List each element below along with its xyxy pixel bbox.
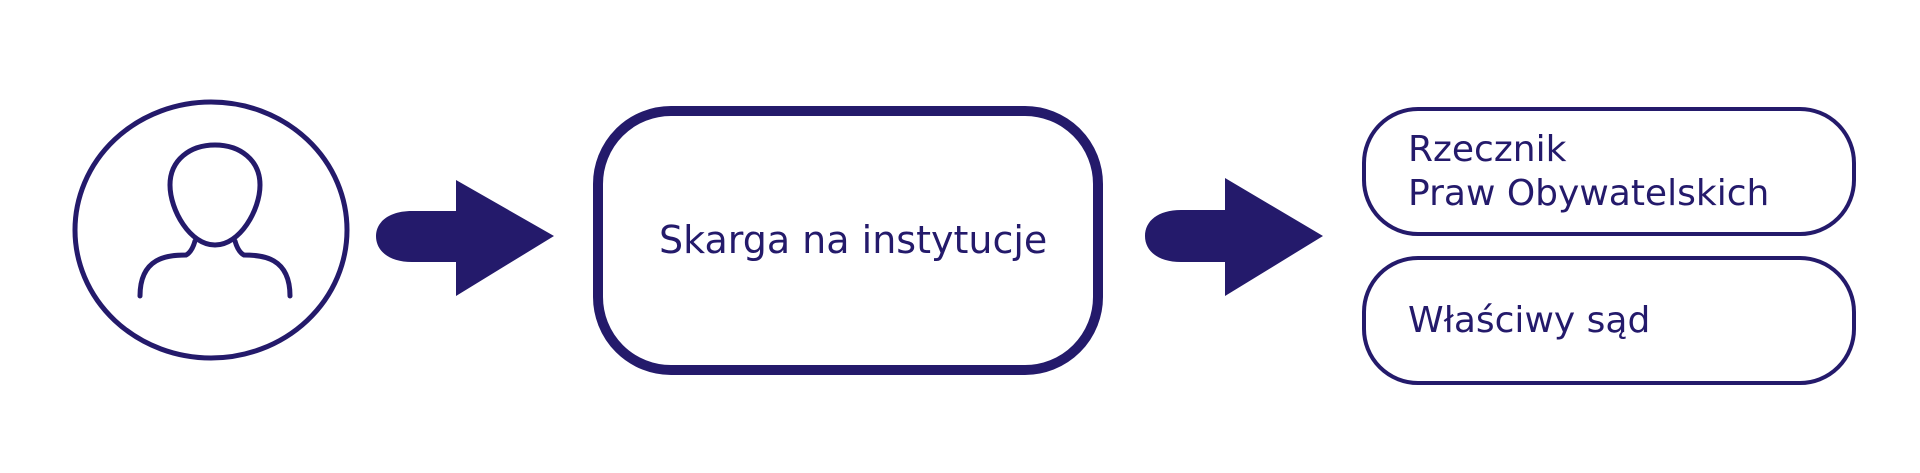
person-icon	[72, 99, 350, 361]
ombudsman-box: Rzecznik Praw Obywatelskich	[1362, 107, 1856, 236]
ombudsman-label: Rzecznik Praw Obywatelskich	[1408, 129, 1770, 214]
complaint-institution-box: Skarga na instytucje	[593, 106, 1103, 375]
right-arrow-icon	[376, 180, 554, 296]
court-label: Właściwy sąd	[1408, 299, 1651, 341]
court-box: Właściwy sąd	[1362, 256, 1856, 385]
complaint-institution-label: Skarga na instytucje	[659, 217, 1048, 262]
right-arrow-icon	[1145, 178, 1323, 296]
